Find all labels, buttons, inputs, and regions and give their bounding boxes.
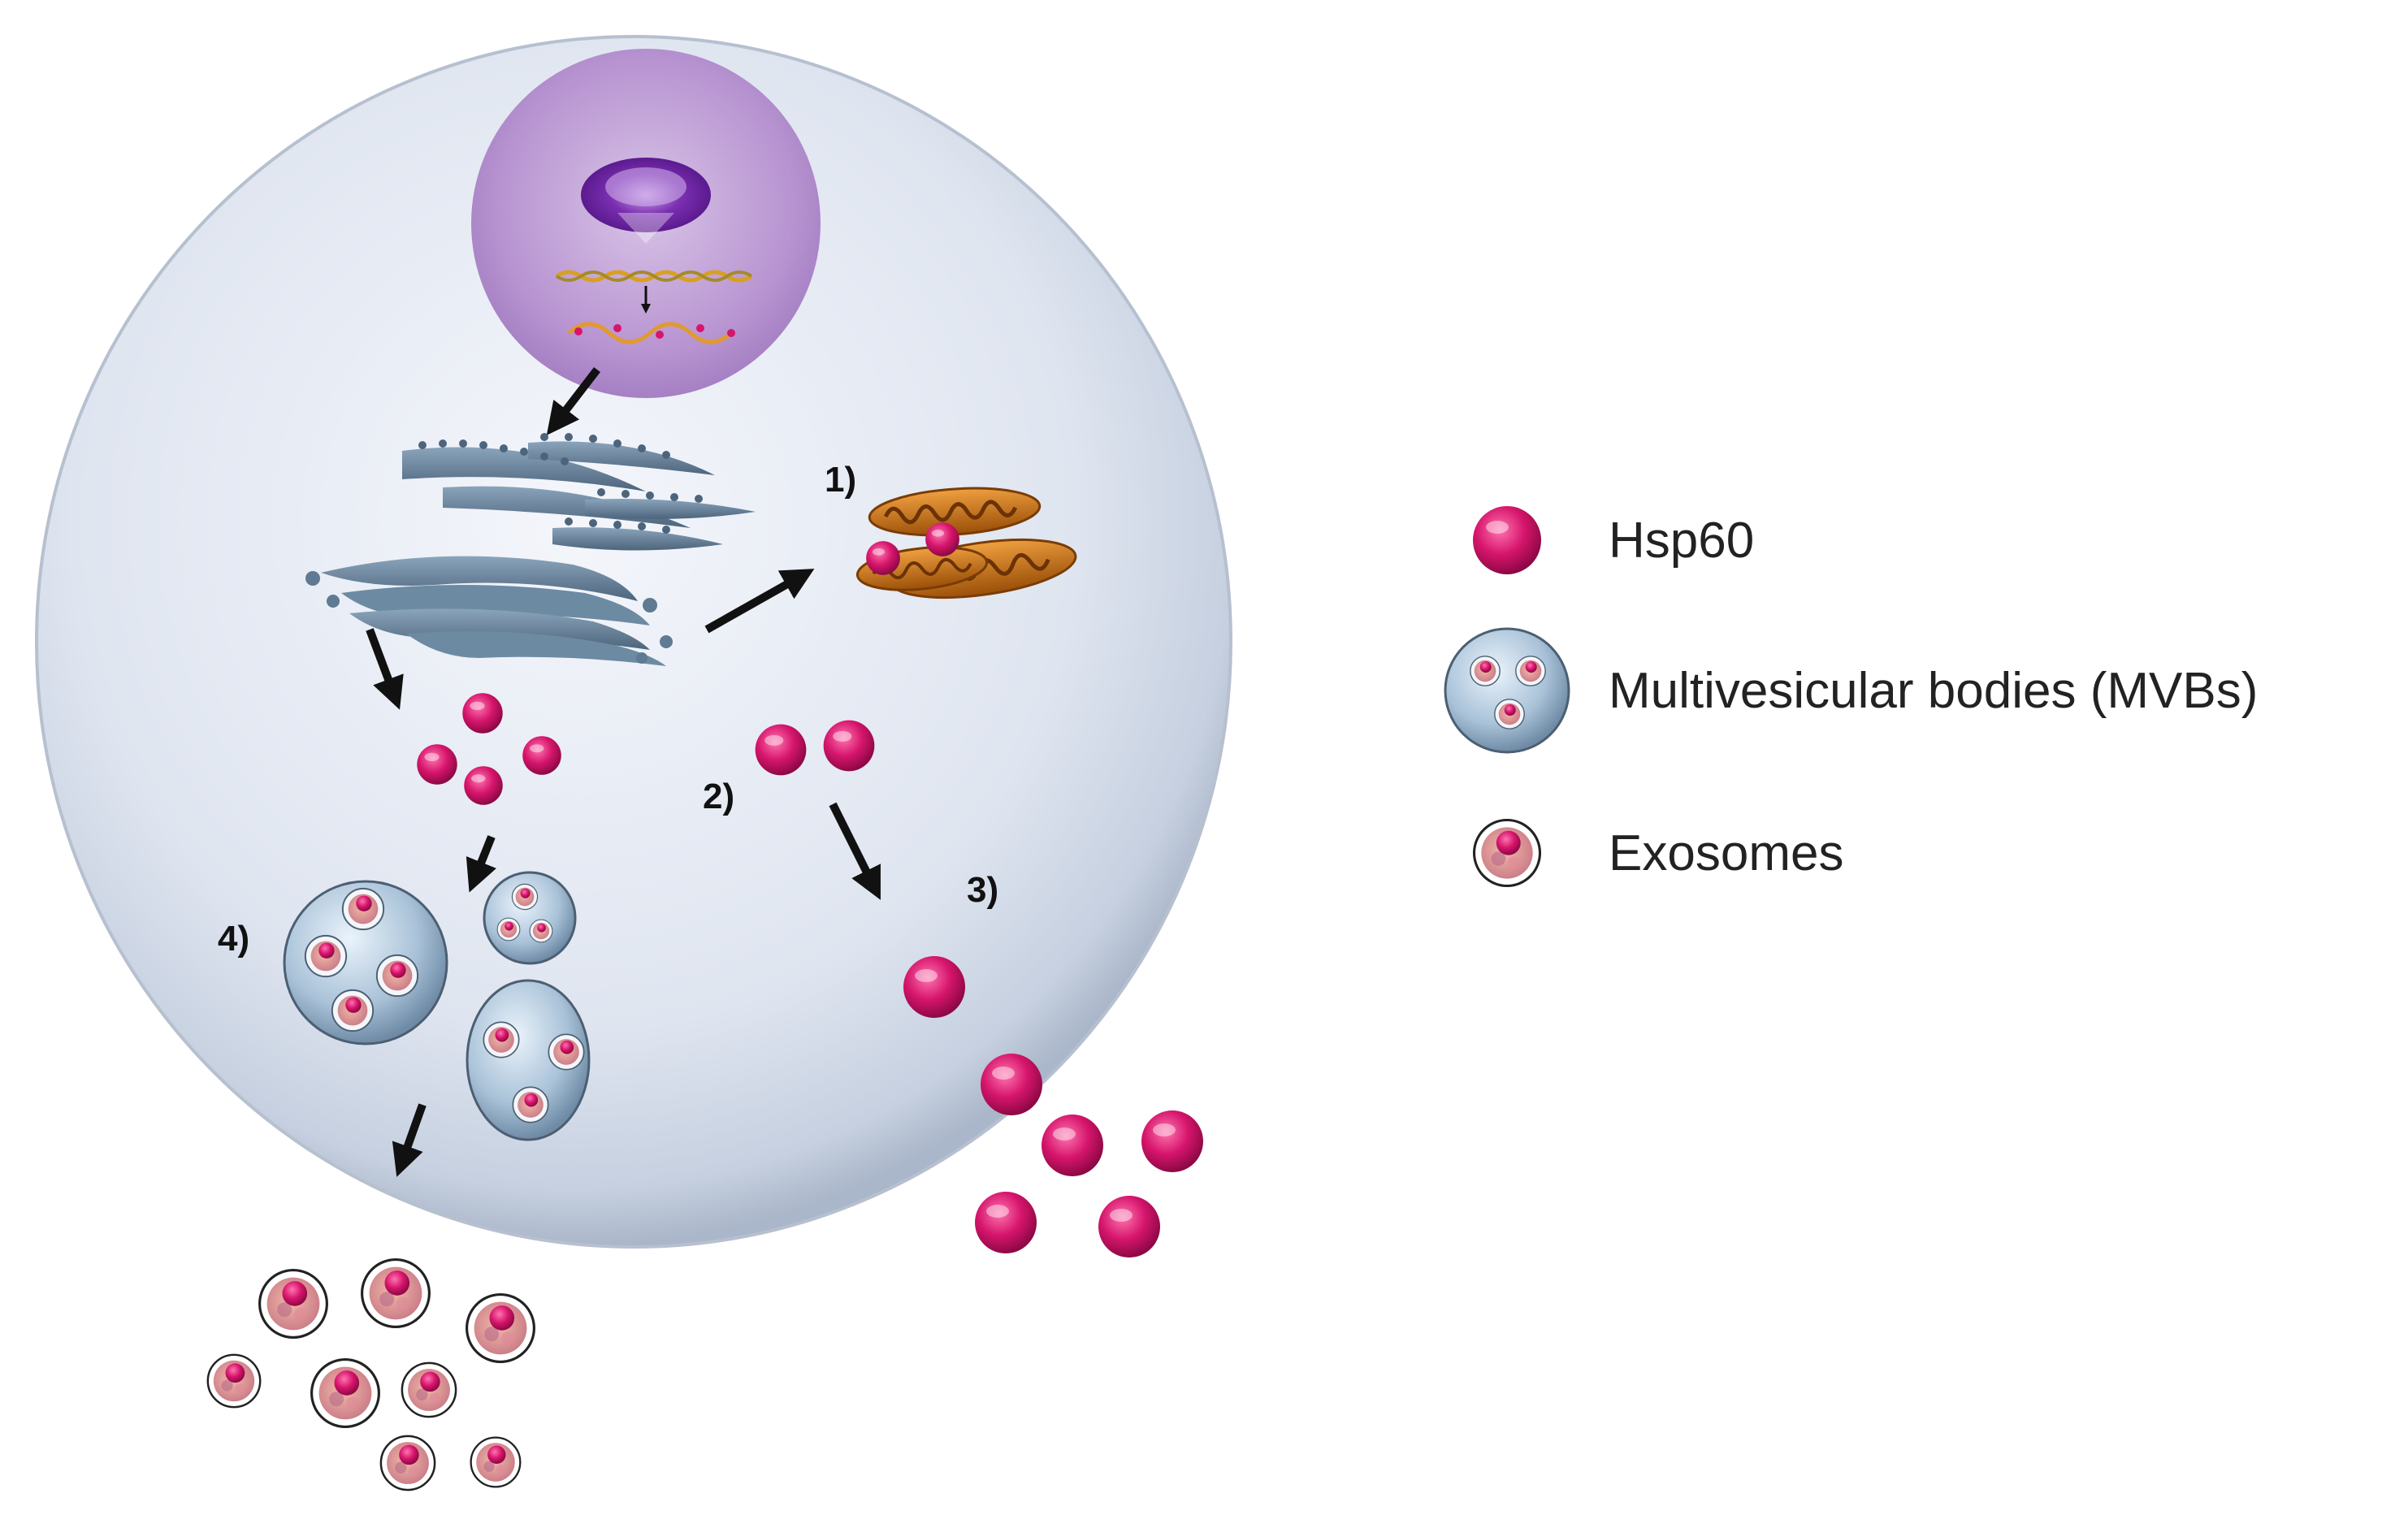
mvb-icon: [1444, 627, 1570, 754]
legend-label-mvb: Multivesicular bodies (MVBs): [1609, 662, 2259, 719]
mvb-medium: [466, 979, 591, 1141]
legend-label-hsp60: Hsp60: [1609, 512, 1755, 569]
step-label-3: 3): [967, 870, 998, 910]
arrow-to-exosomes: [392, 1103, 427, 1177]
arrow-to-mvbs: [466, 835, 496, 893]
mvb-large: [283, 880, 448, 1045]
legend-item-mvb: Multivesicular bodies (MVBs): [1438, 621, 2258, 760]
arrow-to-mitochondria: [704, 569, 815, 634]
step-label-2: 2): [703, 777, 734, 816]
nucleus: [471, 49, 821, 398]
mitochondria: [855, 487, 1077, 600]
mvb-small: [483, 871, 577, 965]
step-label-4: 4): [218, 919, 249, 959]
exosomes-released: [206, 1258, 535, 1491]
legend-item-hsp60: Hsp60: [1438, 471, 1754, 609]
legend-label-exosome: Exosomes: [1609, 825, 1844, 881]
endoplasmic-reticulum: [402, 433, 756, 551]
mrna-strand: [567, 322, 733, 344]
hsp60-icon: [1473, 506, 1541, 574]
arrow-golgi-to-hsp60: [366, 628, 404, 710]
legend-item-exosome: Exosomes: [1438, 784, 1843, 922]
exosome-icon: [1472, 818, 1542, 888]
arrow-nucleus-to-er: [546, 366, 600, 435]
step-label-1: 1): [825, 460, 856, 500]
arrow-secretion: [829, 802, 881, 900]
golgi-apparatus: [305, 556, 673, 666]
